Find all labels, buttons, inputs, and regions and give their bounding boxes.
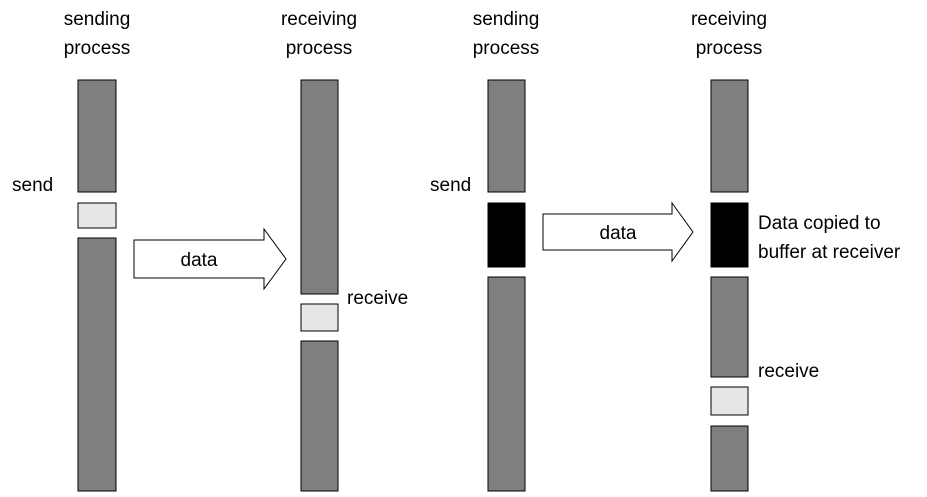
right-receiver-copy-segment <box>710 202 749 268</box>
left-scenario: sending process send data receiving proc… <box>12 9 408 492</box>
right-arrow-label: data <box>600 223 637 244</box>
right-receiver-bar-top <box>710 79 749 193</box>
left-receiver-bar-top <box>300 79 339 295</box>
left-arrow-label: data <box>181 250 218 271</box>
right-send-label: send <box>430 175 471 196</box>
left-receiver-title-line1: receiving <box>281 9 357 30</box>
left-receiver-blocked-segment <box>300 303 339 332</box>
right-data-arrow <box>542 201 694 263</box>
right-sender-bar-top <box>487 79 526 193</box>
right-scenario: sending process send data receiving proc… <box>430 9 901 492</box>
right-sender-bar-bottom <box>487 276 526 492</box>
right-copy-note-line2: buffer at receiver <box>758 242 901 263</box>
right-sender-title-line1: sending <box>473 9 540 30</box>
left-sender-bar-bottom <box>77 237 117 492</box>
right-sender-title-line2: process <box>473 38 540 59</box>
left-sender-bar-top <box>77 79 117 193</box>
left-sender-blocked-segment <box>77 202 117 229</box>
right-receiver-blocked-segment <box>710 386 749 416</box>
right-receiver-bar-middle <box>710 276 749 378</box>
right-copy-note-line1: Data copied to <box>758 213 881 234</box>
left-data-arrow <box>133 227 287 291</box>
left-receiver-bar-bottom <box>300 340 339 492</box>
right-receiver-bar-bottom <box>710 425 749 492</box>
left-sender-title-line1: sending <box>64 9 131 30</box>
left-receive-label: receive <box>347 288 408 309</box>
right-receiver-title-line1: receiving <box>691 9 767 30</box>
right-receiver-title-line2: process <box>696 38 763 59</box>
left-send-label: send <box>12 175 53 196</box>
left-sender-title-line2: process <box>64 38 131 59</box>
left-receiver-title-line2: process <box>286 38 353 59</box>
right-sender-copy-segment <box>487 202 526 268</box>
right-receive-label: receive <box>758 361 819 382</box>
